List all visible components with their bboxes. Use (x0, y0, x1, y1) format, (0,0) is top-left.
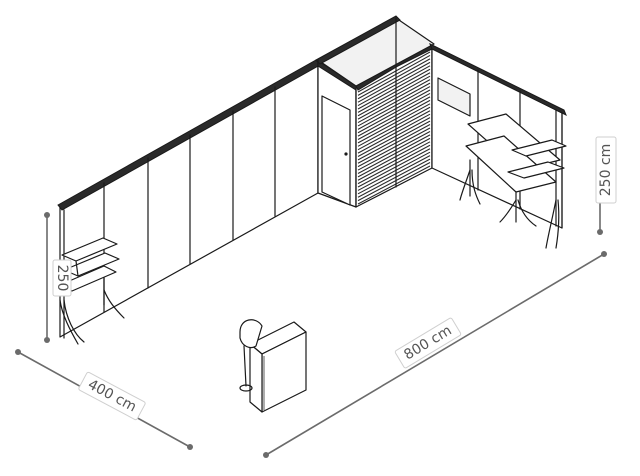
slat-line (357, 79, 431, 120)
slat-line (357, 65, 431, 107)
slat-line (357, 58, 431, 100)
slat-line (357, 106, 431, 147)
slat-line (357, 103, 431, 144)
slat-line (357, 51, 431, 93)
slat-line (357, 124, 431, 164)
slat-line (357, 120, 431, 161)
back-wall (315, 15, 435, 208)
slatted-door (357, 51, 431, 205)
reception-counter (249, 321, 307, 413)
slat-line (357, 130, 431, 171)
slat-line (357, 96, 431, 137)
slat-line (357, 89, 431, 130)
slat-line (357, 68, 431, 110)
dimension-width (263, 251, 607, 458)
slat-line (357, 54, 431, 96)
label-depth: 400 cm (78, 371, 146, 421)
label-width: 800 cm (394, 317, 462, 369)
slat-line (357, 127, 431, 168)
slat-line (357, 75, 431, 117)
slat-line (357, 72, 431, 113)
slat-line (357, 141, 431, 181)
height-right-text: 250 cm (598, 144, 614, 197)
label-height-left: 250 (52, 259, 72, 297)
right-shelf-unit (459, 113, 567, 249)
slat-line (357, 151, 431, 191)
dimension-height-left (44, 212, 50, 343)
slat-line (357, 61, 431, 103)
slat-line (357, 162, 431, 202)
door-handle-icon (344, 152, 348, 156)
slat-line (357, 92, 431, 134)
slat-line (357, 144, 431, 185)
slat-line (357, 99, 431, 140)
slat-line (357, 165, 431, 205)
slat-line (357, 148, 431, 188)
slat-line (357, 117, 431, 157)
label-height-right: 250 cm (595, 136, 617, 204)
slat-line (357, 158, 431, 198)
slat-line (357, 110, 431, 151)
bar-stool (239, 319, 263, 392)
slat-line (357, 137, 431, 178)
left-wall (57, 59, 321, 339)
height-left-text: 250 (54, 265, 70, 292)
slat-line (357, 82, 431, 124)
slat-line (357, 86, 431, 127)
left-shelf-unit (59, 237, 125, 345)
slat-line (357, 155, 431, 195)
slat-line (357, 134, 431, 174)
slat-line (357, 113, 431, 154)
